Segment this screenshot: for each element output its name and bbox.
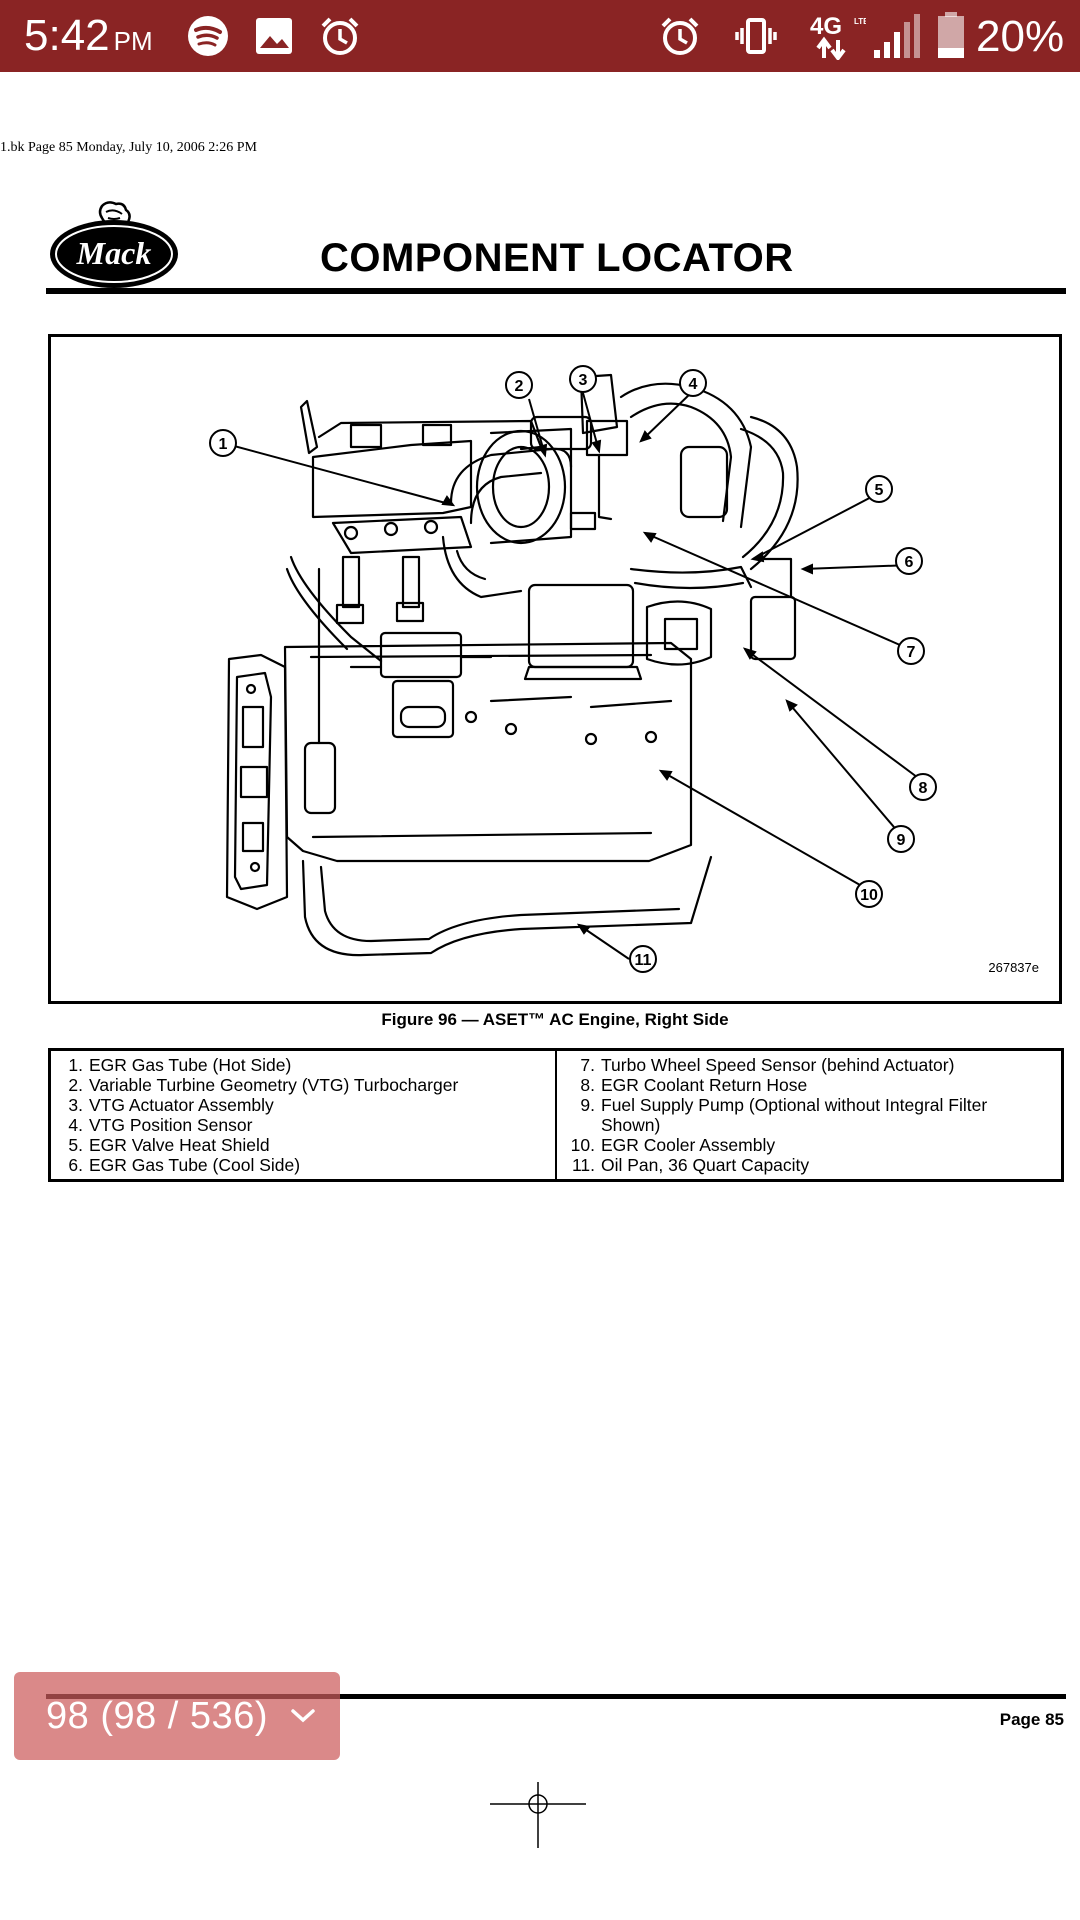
title-rule xyxy=(46,288,1066,294)
alarm-icon xyxy=(321,17,359,55)
callout-8: 8 xyxy=(909,773,937,801)
engine-diagram: 1 2 3 4 5 6 7 8 9 10 11 xyxy=(209,365,937,973)
legend-item: 1.EGR Gas Tube (Hot Side) xyxy=(68,1055,292,1075)
callout-11: 11 xyxy=(629,945,657,973)
legend-item: 6.EGR Gas Tube (Cool Side) xyxy=(68,1155,301,1175)
battery-icon xyxy=(938,12,964,58)
callout-1: 1 xyxy=(209,429,237,457)
callout-6: 6 xyxy=(895,547,923,575)
crosshair-mark xyxy=(490,1782,586,1848)
svg-text:1: 1 xyxy=(219,436,228,453)
legend-column-right: 7.Turbo Wheel Speed Sensor (behind Actua… xyxy=(557,1051,1061,1179)
figure-caption: Figure 96 — ASET™ AC Engine, Right Side xyxy=(381,1010,729,1029)
vibrate-icon xyxy=(735,18,777,54)
network-4g-lte-icon: 4G LTE xyxy=(810,13,866,60)
callout-2: 2 xyxy=(505,371,533,399)
svg-text:5: 5 xyxy=(875,482,884,499)
footer-rule xyxy=(46,1694,1066,1699)
battery-percent: 20% xyxy=(976,12,1065,61)
callout-9: 9 xyxy=(887,825,915,853)
callout-3: 3 xyxy=(569,365,597,393)
legend-item: 11.Oil Pan, 36 Quart Capacity xyxy=(571,1155,810,1175)
page-title: COMPONENT LOCATOR xyxy=(320,236,794,280)
svg-text:4G: 4G xyxy=(810,13,842,40)
legend-item: 2.Variable Turbine Geometry (VTG) Turboc… xyxy=(68,1075,459,1095)
legend-item: 7.Turbo Wheel Speed Sensor (behind Actua… xyxy=(580,1055,955,1075)
callout-4: 4 xyxy=(679,369,707,397)
legend-table: 1.EGR Gas Tube (Hot Side) 2.Variable Tur… xyxy=(48,1048,1064,1182)
svg-text:6: 6 xyxy=(905,554,914,571)
svg-text:4: 4 xyxy=(689,376,698,393)
alarm-icon xyxy=(661,17,699,55)
callout-10: 10 xyxy=(855,880,883,908)
legend-item: 9.Fuel Supply Pump (Optional without Int… xyxy=(580,1095,988,1135)
chevron-down-icon xyxy=(291,1709,315,1723)
callout-5: 5 xyxy=(865,475,893,503)
legend-column-left: 1.EGR Gas Tube (Hot Side) 2.Variable Tur… xyxy=(51,1051,557,1179)
svg-text:Mack: Mack xyxy=(76,235,152,271)
legend-item: 5.EGR Valve Heat Shield xyxy=(68,1135,270,1155)
page-indicator-button[interactable]: 98 (98 / 536) xyxy=(14,1672,340,1760)
image-icon xyxy=(256,18,292,54)
mack-logo: Mack xyxy=(50,201,178,288)
svg-text:7: 7 xyxy=(907,644,916,661)
legend-item: 3.VTG Actuator Assembly xyxy=(68,1095,274,1115)
signal-icon xyxy=(874,14,920,58)
svg-text:11: 11 xyxy=(635,952,652,969)
figure-id: 267837e xyxy=(988,960,1039,975)
page-number: Page 85 xyxy=(999,1710,1064,1729)
page-indicator-label: 98 (98 / 536) xyxy=(46,1694,268,1737)
svg-text:3: 3 xyxy=(579,372,588,389)
svg-text:LTE: LTE xyxy=(854,17,866,26)
legend-item: 4.VTG Position Sensor xyxy=(68,1115,253,1135)
callout-7: 7 xyxy=(897,637,925,665)
legend-item: 10.EGR Cooler Assembly xyxy=(570,1135,776,1155)
book-header-line: 1.bk Page 85 Monday, July 10, 2006 2:26 … xyxy=(0,140,257,155)
figure-box: 1 2 3 4 5 6 7 8 9 10 11 267837e xyxy=(48,334,1062,1004)
legend-item: 8.EGR Coolant Return Hose xyxy=(580,1075,808,1095)
svg-text:9: 9 xyxy=(897,832,906,849)
svg-text:10: 10 xyxy=(860,887,878,904)
svg-text:8: 8 xyxy=(919,780,928,797)
svg-text:2: 2 xyxy=(515,378,524,395)
spotify-icon xyxy=(188,16,228,56)
